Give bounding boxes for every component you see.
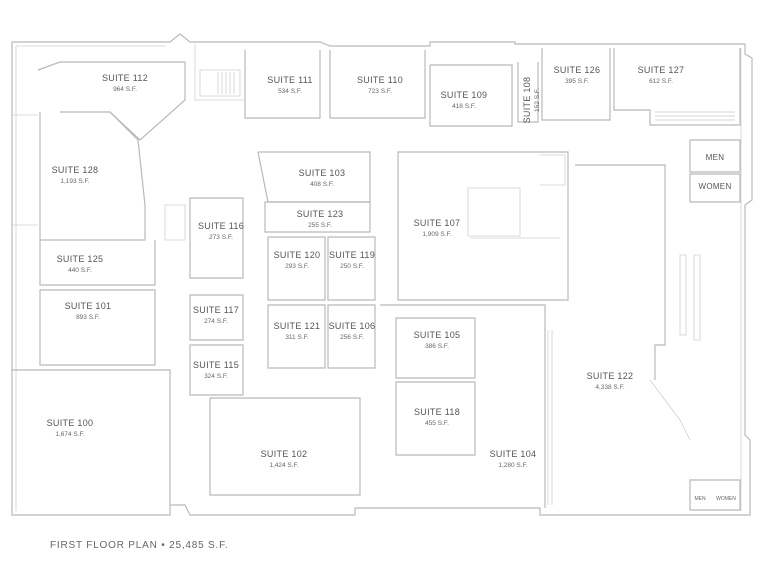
suite-119-name: SUITE 119	[329, 250, 375, 260]
stair-top-left	[217, 72, 235, 94]
suite-112-name: SUITE 112	[102, 73, 148, 83]
suite-107-name: SUITE 107	[414, 218, 461, 228]
suite-122-name: SUITE 122	[587, 371, 634, 381]
suite-116-area: 273 S.F.	[209, 234, 233, 241]
suite-119-area: 250 S.F.	[340, 263, 364, 270]
building-outline	[11, 33, 753, 516]
suite-108-name: SUITE 108	[522, 77, 532, 124]
plan-title: FIRST FLOOR PLAN • 25,485 S.F.	[50, 540, 229, 551]
suite-102-name: SUITE 102	[261, 449, 308, 459]
suite-115-area: 324 S.F.	[204, 373, 228, 380]
suite-104-name: SUITE 104	[490, 449, 537, 459]
suite-110-area: 723 S.F.	[368, 88, 392, 95]
suite-117-name: SUITE 117	[193, 305, 239, 315]
suite-101-name: SUITE 101	[65, 301, 112, 311]
suite-120-name: SUITE 120	[274, 250, 321, 260]
suite-127-name: SUITE 127	[638, 65, 685, 75]
suite-103-name: SUITE 103	[299, 168, 346, 178]
stair-top-right	[655, 111, 735, 121]
suite-101-area: 893 S.F.	[76, 314, 100, 321]
suite-121-name: SUITE 121	[274, 321, 321, 331]
suite-122-area: 4,338 S.F.	[595, 384, 624, 391]
suite-126-name: SUITE 126	[554, 65, 601, 75]
central-core-walls	[189, 151, 376, 396]
suite-126-area: 395 S.F.	[565, 78, 589, 85]
suite-108-area: 152 S.F.	[534, 88, 541, 112]
suite-125-name: SUITE 125	[57, 254, 104, 264]
suite-118-area: 455 S.F.	[425, 420, 449, 427]
suite-112-area: 964 S.F.	[113, 86, 137, 93]
suite-109-area: 418 S.F.	[452, 103, 476, 110]
suite-103-area: 408 S.F.	[310, 181, 334, 188]
suite-118-name: SUITE 118	[414, 407, 460, 417]
suite-102-area: 1,424 S.F.	[269, 462, 298, 469]
suite-106-area: 256 S.F.	[340, 334, 364, 341]
suite-115-name: SUITE 115	[193, 360, 239, 370]
suite-116-name: SUITE 116	[198, 221, 244, 231]
suite-107-area: 1,909 S.F.	[422, 231, 451, 238]
restroom-men-upper-label: MEN	[706, 153, 725, 162]
suite-123-name: SUITE 123	[297, 209, 344, 219]
suite-125-area: 440 S.F.	[68, 267, 92, 274]
suite-100-area: 1,674 S.F.	[55, 431, 84, 438]
suite-128-name: SUITE 128	[52, 165, 99, 175]
left-side-walls	[12, 111, 186, 505]
right-side-walls	[575, 139, 741, 511]
suite-127-area: 612 S.F.	[649, 78, 673, 85]
restroom-women-lower-label: WOMEN	[716, 496, 736, 502]
suite-105-area: 386 S.F.	[425, 343, 449, 350]
suite-105-name: SUITE 105	[414, 330, 461, 340]
suite-121-area: 311 S.F.	[285, 334, 309, 341]
suite-110-name: SUITE 110	[357, 75, 403, 85]
room-labels: SUITE 112 964 S.F. SUITE 111 534 S.F. SU…	[47, 65, 737, 502]
lower-middle-walls	[209, 304, 553, 508]
suite-128-area: 1,193 S.F.	[60, 178, 89, 185]
suite-104-area: 1,280 S.F.	[498, 462, 527, 469]
restroom-women-upper-label: WOMEN	[698, 182, 731, 191]
suite-106-name: SUITE 106	[329, 321, 376, 331]
suite-123-area: 255 S.F.	[308, 222, 332, 229]
suite-111-area: 534 S.F.	[278, 88, 302, 95]
restroom-men-lower-label: MEN	[694, 496, 706, 502]
suite-120-area: 293 S.F.	[285, 263, 309, 270]
suite-109-name: SUITE 109	[441, 90, 488, 100]
suite-107-walls	[397, 151, 569, 301]
suite-111-name: SUITE 111	[267, 75, 312, 85]
suite-117-area: 274 S.F.	[204, 318, 228, 325]
suite-100-name: SUITE 100	[47, 418, 94, 428]
